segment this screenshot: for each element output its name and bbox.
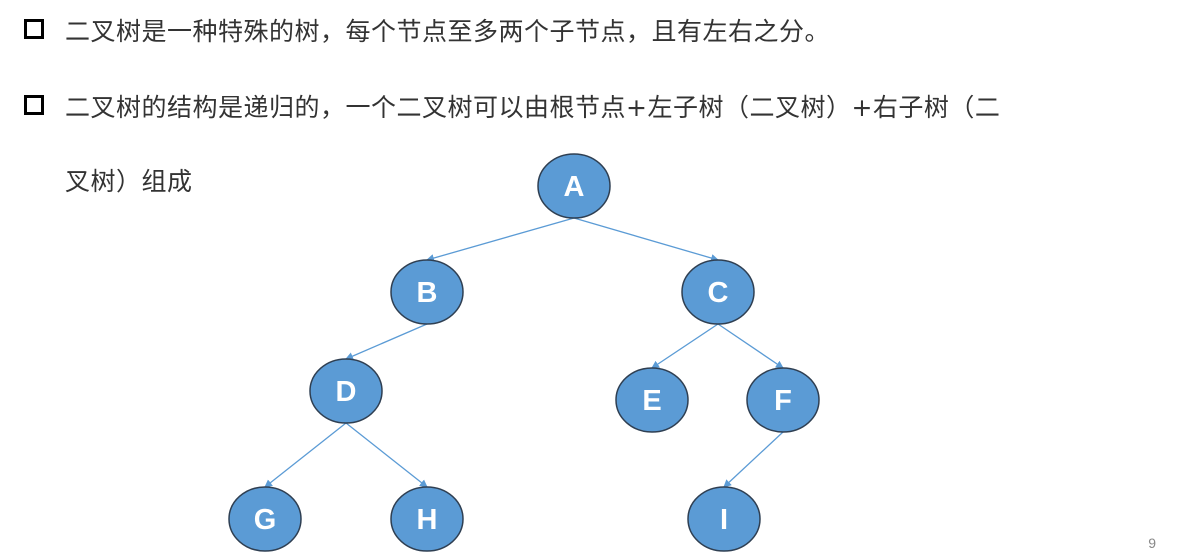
node-circle bbox=[390, 486, 464, 552]
edge-C-F bbox=[717, 323, 784, 369]
edge-F-I bbox=[723, 431, 784, 488]
bullet-icon bbox=[24, 19, 44, 39]
node-label: F bbox=[774, 385, 792, 417]
node-circle bbox=[309, 358, 383, 424]
tree-node-C: C bbox=[681, 259, 755, 325]
edge-C-E bbox=[651, 323, 719, 369]
node-label: E bbox=[642, 385, 661, 417]
node-circle bbox=[681, 259, 755, 325]
node-circle bbox=[228, 486, 302, 552]
node-circle bbox=[390, 259, 464, 325]
node-circle bbox=[746, 367, 820, 433]
tree-node-A: A bbox=[537, 153, 611, 219]
node-label: B bbox=[417, 277, 438, 309]
edge-B-D bbox=[345, 323, 428, 360]
node-label: D bbox=[336, 376, 357, 408]
node-circle bbox=[615, 367, 689, 433]
bullet-text-2-cont: 叉树）组成 bbox=[65, 167, 193, 196]
tree-node-F: F bbox=[746, 367, 820, 433]
tree-node-D: D bbox=[309, 358, 383, 424]
bullet-icon bbox=[24, 95, 44, 115]
edge-A-C bbox=[573, 217, 719, 262]
tree-node-B: B bbox=[390, 259, 464, 325]
tree-node-I: I bbox=[687, 486, 761, 552]
edge-A-B bbox=[426, 217, 575, 262]
node-circle bbox=[687, 486, 761, 552]
node-label: G bbox=[254, 504, 277, 536]
tree-node-H: H bbox=[390, 486, 464, 552]
page-number: 9 bbox=[1148, 535, 1156, 551]
edge-D-H bbox=[345, 422, 428, 488]
node-label: A bbox=[564, 171, 585, 203]
node-label: H bbox=[417, 504, 438, 536]
tree-node-E: E bbox=[615, 367, 689, 433]
node-label: C bbox=[708, 277, 729, 309]
bullet-text-2: 二叉树的结构是递归的，一个二叉树可以由根节点+左子树（二叉树）+右子树（二 bbox=[65, 93, 1001, 122]
tree-node-G: G bbox=[228, 486, 302, 552]
node-label: I bbox=[720, 504, 728, 536]
bullet-text-1: 二叉树是一种特殊的树，每个节点至多两个子节点，且有左右之分。 bbox=[65, 17, 831, 46]
node-circle bbox=[537, 153, 611, 219]
edge-D-G bbox=[264, 422, 347, 488]
